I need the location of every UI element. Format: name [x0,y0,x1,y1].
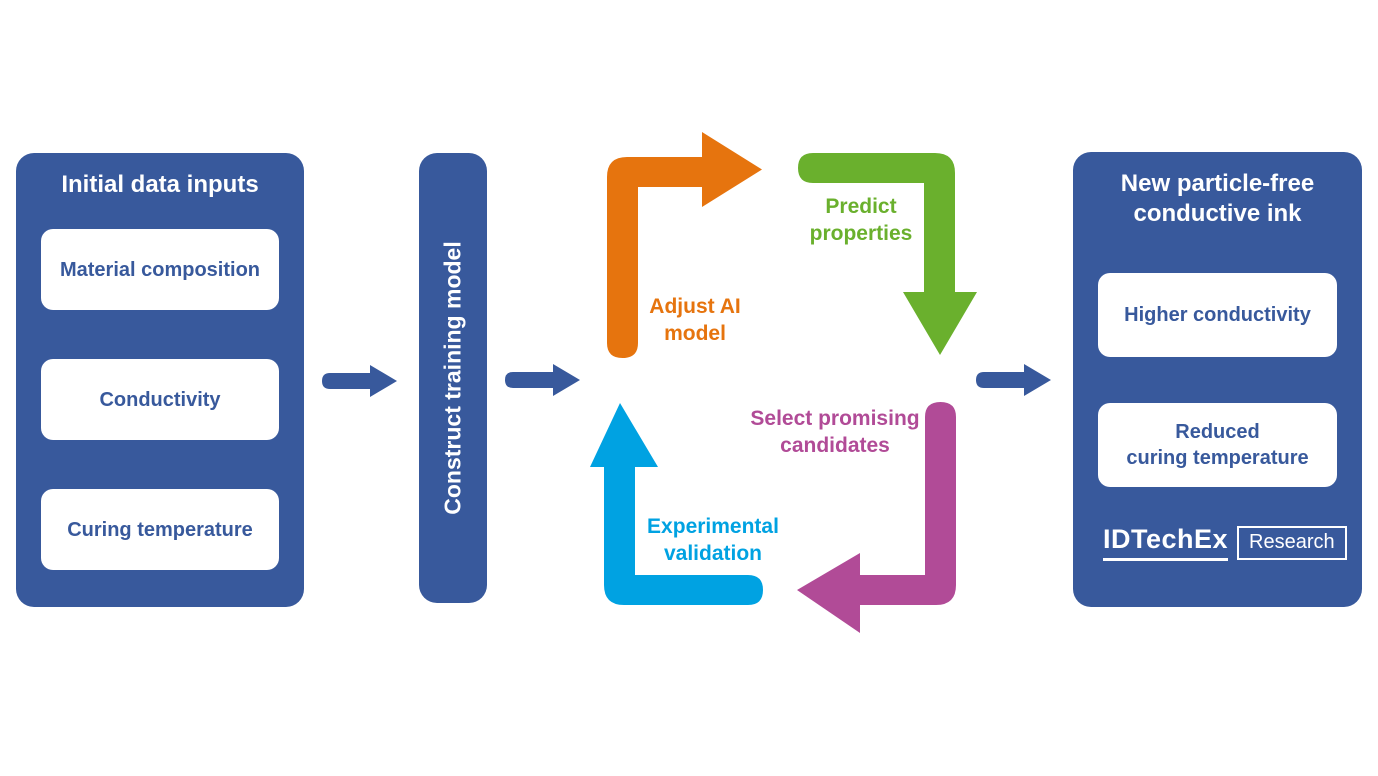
predict-properties-label: Predict properties [809,195,913,245]
select-candidates-label: Select promising candidates [750,407,920,457]
left-panel-title: Initial data inputs [61,171,259,198]
outcome-item-higher-conductivity: Higher conductivity [1098,273,1337,357]
flow-arrow-icon [976,364,1051,396]
initial-data-inputs-panel: Initial data inputs Material composition… [16,153,304,607]
idtechex-logo: IDTechEx Research [1103,524,1347,561]
research-badge: Research [1237,525,1347,560]
predict-properties-arrow-icon [798,153,977,355]
construct-training-model-bar: Construct training model [419,153,487,603]
new-ink-result-panel: New particle-free conductive ink Higher … [1073,152,1362,607]
select-candidates-arrow-icon [797,402,956,633]
flow-arrow-icon [322,365,397,397]
input-item-material-composition: Material composition [41,229,279,310]
input-item-conductivity: Conductivity [41,359,279,440]
ai-feedback-cycle [590,132,977,633]
experimental-validation-label: Experimental validation [647,515,779,565]
idtechex-wordmark: IDTechEx [1103,524,1229,561]
training-bar-label: Construct training model [439,241,466,515]
flow-arrow-icon [505,364,580,396]
right-panel-title: New particle-free conductive ink [1120,170,1315,227]
adjust-ai-model-label: Adjust AI model [649,295,741,345]
input-item-curing-temperature: Curing temperature [41,489,279,570]
experimental-validation-arrow-icon [590,403,763,605]
adjust-ai-model-arrow-icon [607,132,762,358]
outcome-item-reduced-curing-temperature: Reduced curing temperature [1098,403,1337,487]
